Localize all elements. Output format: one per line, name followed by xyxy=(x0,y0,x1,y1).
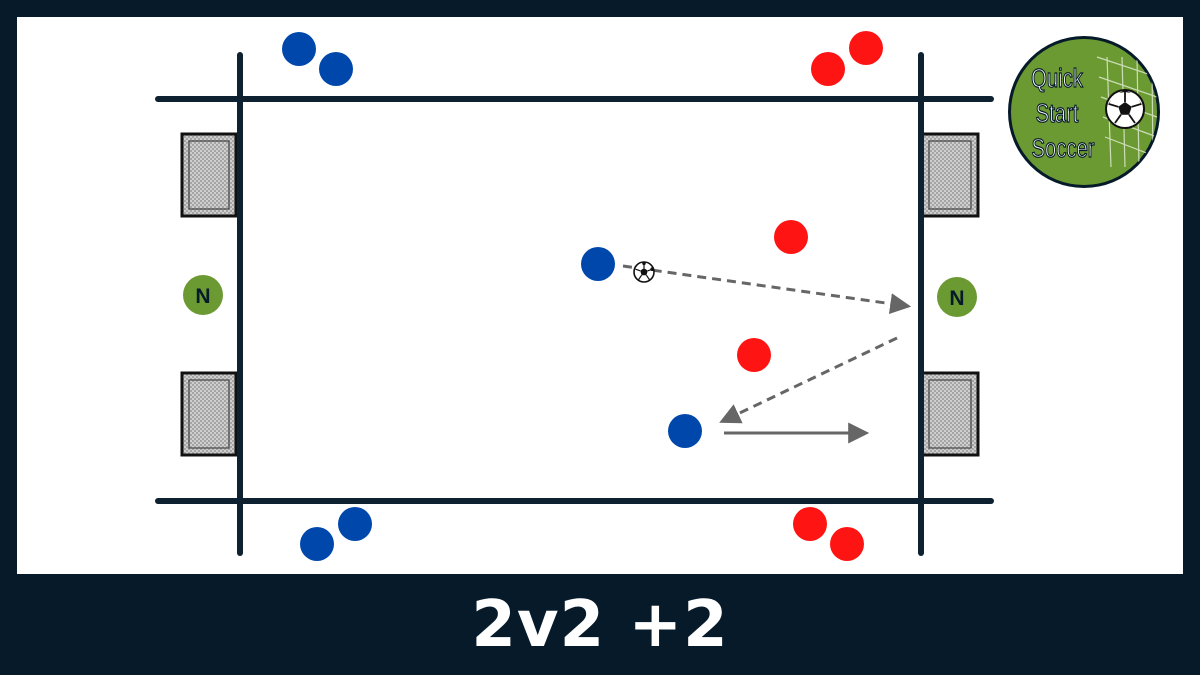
blue-player xyxy=(581,247,615,281)
red-player-waiting xyxy=(811,52,845,86)
soccer-ball-icon xyxy=(633,261,655,283)
goal-left-bottom xyxy=(180,371,238,457)
goal-left-top xyxy=(180,132,238,218)
logo-text-line: Start xyxy=(1036,99,1079,128)
neutral-player-left: N xyxy=(183,275,223,315)
blue-player-waiting xyxy=(319,52,353,86)
field-lines xyxy=(155,52,994,556)
logo-text-line: Soccer xyxy=(1031,134,1094,163)
red-player-waiting xyxy=(830,527,864,561)
blue-player-waiting xyxy=(300,527,334,561)
red-player xyxy=(737,338,771,372)
blue-player xyxy=(668,414,702,448)
red-player-waiting xyxy=(849,31,883,65)
logo-text-line: Quick xyxy=(1031,64,1083,93)
neutral-player-right: N xyxy=(937,277,977,317)
blue-player-waiting xyxy=(338,507,372,541)
goal-right-top xyxy=(920,132,980,218)
drill-title: 2v2 +2 xyxy=(471,587,729,662)
pass-arrow-1 xyxy=(622,264,912,315)
quick-start-soccer-logo: Quick Start Soccer xyxy=(1008,36,1160,188)
logo-ball-icon xyxy=(1105,89,1145,129)
red-player xyxy=(774,220,808,254)
neutral-label: N xyxy=(949,287,964,310)
goal-right-bottom xyxy=(920,371,980,457)
blue-player-waiting xyxy=(282,32,316,66)
drill-board: N N Quick Start Soccer xyxy=(17,17,1183,574)
red-player-waiting xyxy=(793,507,827,541)
pass-arrow-2 xyxy=(719,336,898,424)
pitch-diagram: N N Quick Start Soccer xyxy=(155,31,1160,561)
neutral-label: N xyxy=(195,285,210,308)
